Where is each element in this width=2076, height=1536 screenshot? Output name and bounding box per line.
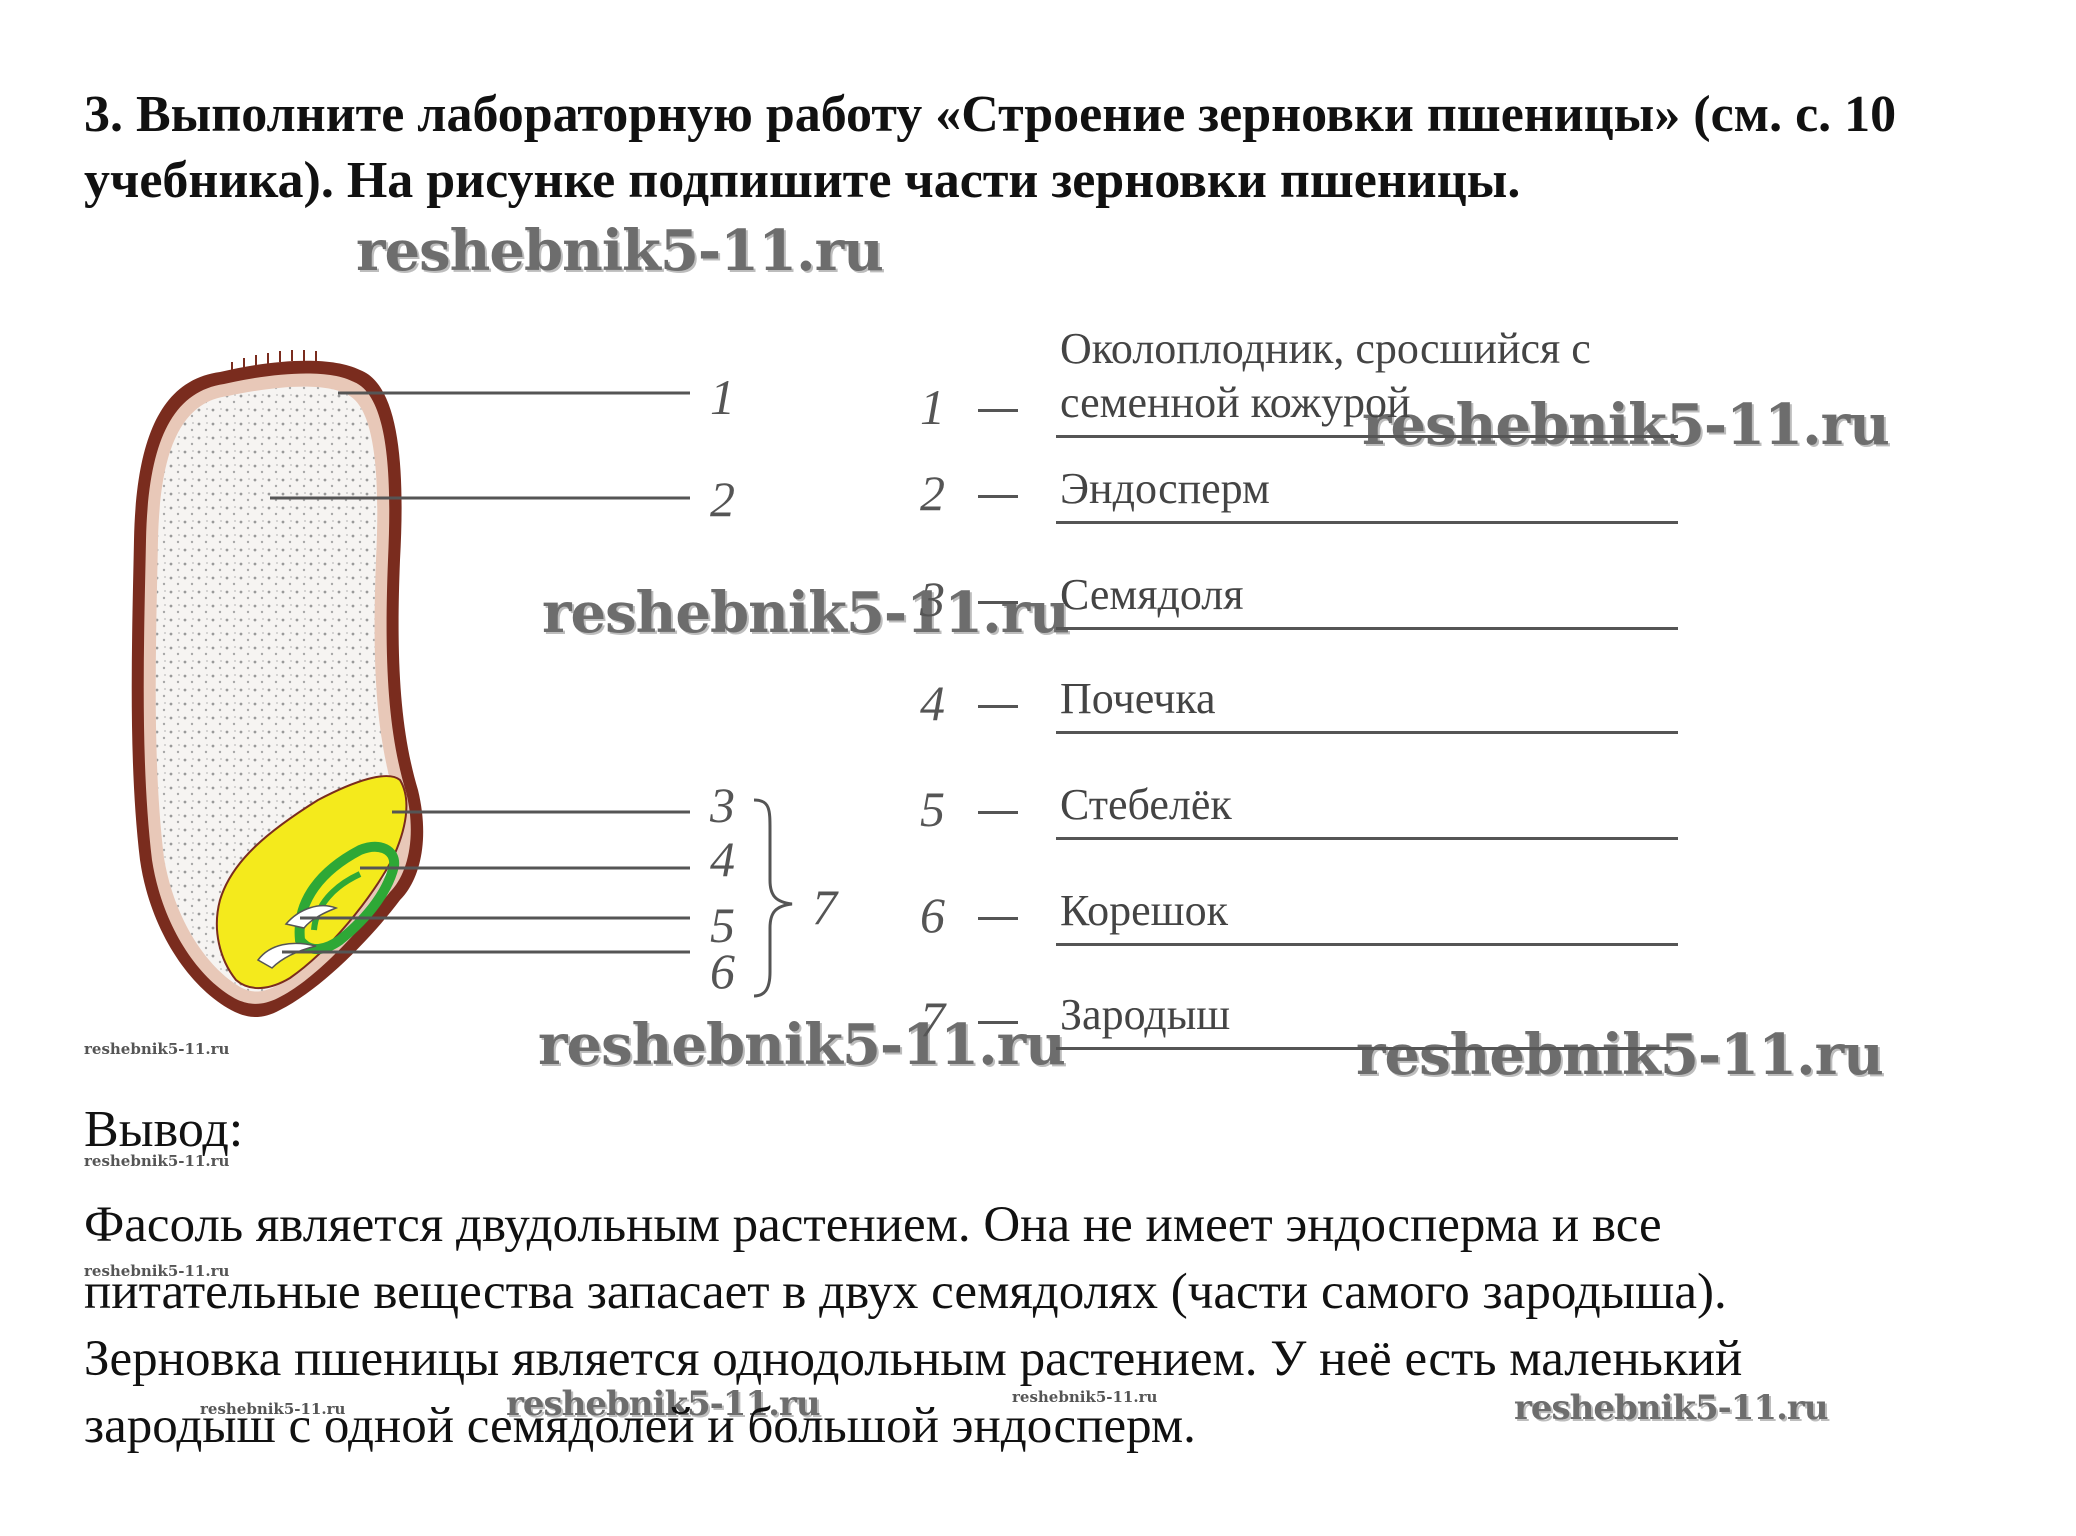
- task-heading: 3. Выполните лабораторную работу «Строен…: [84, 86, 1897, 209]
- conclusion-line: Зерновка пшеницы является однодольным ра…: [84, 1331, 1743, 1387]
- answer-number: 3: [920, 571, 945, 627]
- diagram-label-4: 4: [710, 831, 735, 887]
- answer-row-6: 6 Корешок: [920, 866, 1680, 946]
- conclusion-line: зародыш с одной семядолей и большой эндо…: [84, 1398, 1196, 1454]
- watermark: reshebnik5-11.ru: [1356, 1022, 1884, 1088]
- answer-text: Эндосперм: [1060, 464, 1270, 513]
- answer-number: 7: [920, 991, 945, 1047]
- bud: [294, 841, 400, 954]
- answer-dash: [978, 409, 1018, 412]
- diagram-label-5: 5: [710, 897, 735, 953]
- answer-row-2: 2 Эндосперм: [920, 444, 1680, 524]
- answer-dash: [978, 495, 1018, 498]
- answer-row-4: 4 Почечка: [920, 654, 1680, 734]
- answer-row-1: 1 Околоплодник, сросшийся с семенной кож…: [920, 318, 1680, 438]
- answer-line: [1056, 521, 1678, 524]
- watermark: reshebnik5-11.ru: [1514, 1388, 1829, 1428]
- watermark: reshebnik5-11.ru: [542, 580, 1070, 646]
- answer-dash: [978, 1021, 1018, 1024]
- diagram-label-1: 1: [710, 369, 735, 425]
- watermark: reshebnik5-11.ru: [84, 1152, 230, 1170]
- answer-dash: [978, 811, 1018, 814]
- watermark: reshebnik5-11.ru: [1012, 1388, 1158, 1406]
- watermark: reshebnik5-11.ru: [506, 1384, 821, 1424]
- answer-row-3: 3 Семядоля: [920, 550, 1680, 630]
- answer-text: Корешок: [1060, 886, 1228, 935]
- answer-line: [1056, 943, 1678, 946]
- answer-number: 4: [920, 675, 945, 731]
- answer-dash: [978, 917, 1018, 920]
- watermark: reshebnik5-11.ru: [84, 1040, 230, 1058]
- watermark: reshebnik5-11.ru: [1362, 392, 1890, 458]
- diagram-label-3: 3: [709, 777, 735, 833]
- answer-text: Почечка: [1060, 674, 1216, 723]
- answer-text: Околоплодник, сросшийся с семенной кожур…: [1060, 324, 1591, 427]
- watermark: reshebnik5-11.ru: [538, 1012, 1066, 1078]
- answer-line: [1056, 837, 1678, 840]
- answer-row-7: 7 Зародыш: [920, 970, 1680, 1050]
- answer-number: 1: [920, 379, 945, 435]
- answer-number: 5: [920, 781, 945, 837]
- answer-line: [1056, 627, 1678, 630]
- answer-number: 2: [920, 465, 945, 521]
- conclusion-line: Фасоль является двудольным растением. Он…: [84, 1197, 1662, 1253]
- watermark: reshebnik5-11.ru: [356, 218, 884, 284]
- conclusion-title: Вывод:: [84, 1101, 244, 1158]
- answer-dash: [978, 601, 1018, 604]
- answer-number: 6: [920, 887, 945, 943]
- diagram-label-6: 6: [710, 943, 735, 999]
- diagram-label-2: 2: [710, 471, 735, 527]
- answer-text: Семядоля: [1060, 570, 1244, 619]
- answer-row-5: 5 Стебелёк: [920, 760, 1680, 840]
- answer-line: [1056, 1047, 1678, 1050]
- diagram-label-7: 7: [812, 879, 839, 935]
- watermark: reshebnik5-11.ru: [84, 1262, 230, 1280]
- answer-line: [1056, 731, 1678, 734]
- answer-dash: [978, 705, 1018, 708]
- root: [256, 942, 317, 969]
- answer-text: Стебелёк: [1060, 780, 1232, 829]
- cotyledon: [215, 775, 408, 989]
- conclusion-line: питательные вещества запасает в двух сем…: [84, 1264, 1727, 1320]
- answer-text: Зародыш: [1060, 990, 1231, 1039]
- watermark: reshebnik5-11.ru: [200, 1400, 346, 1418]
- conclusion-text: Фасоль является двудольным растением. Он…: [84, 1192, 2024, 1460]
- answer-line: [1056, 435, 1678, 438]
